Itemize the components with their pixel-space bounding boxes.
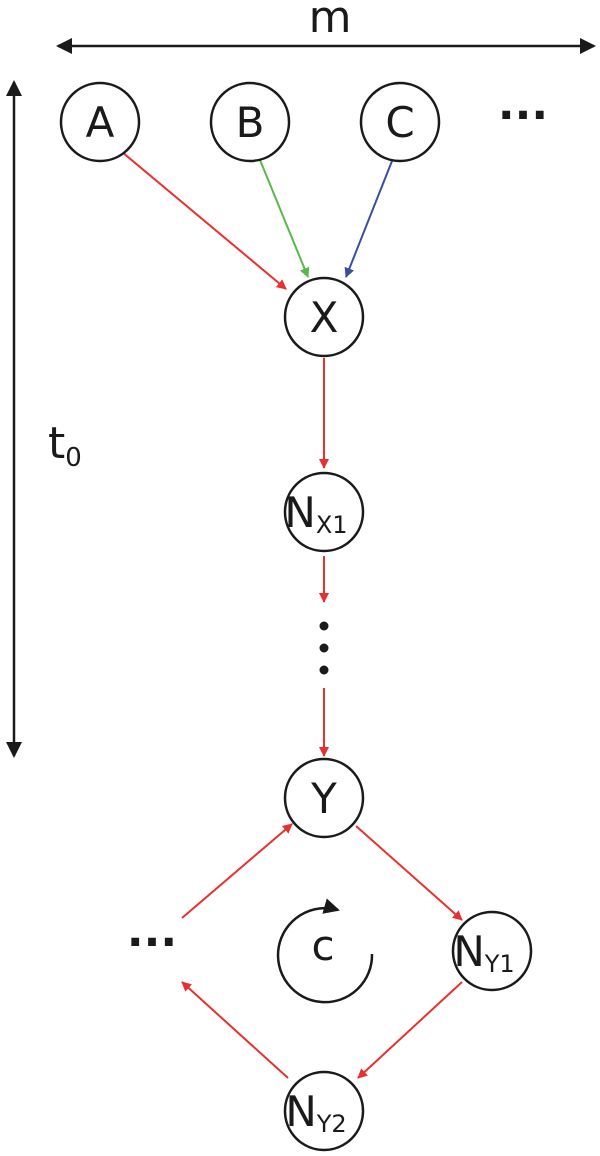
edges bbox=[121, 151, 463, 1079]
dimension-m: m bbox=[56, 0, 596, 54]
ellipsis-vertical bbox=[319, 621, 329, 675]
cycle-indicator: c bbox=[276, 898, 374, 1004]
node-ny1: NY1 bbox=[451, 910, 533, 992]
dimension-t0: t0 bbox=[6, 80, 82, 758]
edge-ny2-to-dots bbox=[181, 981, 289, 1079]
cycle-arrow-icon bbox=[276, 898, 374, 1004]
edge-a-to-x bbox=[121, 151, 287, 290]
ellipsis-left: ··· bbox=[127, 917, 177, 968]
node-nx1-label: NX1 bbox=[284, 488, 347, 539]
node-c-label: C bbox=[385, 98, 414, 147]
edge-c-to-x bbox=[344, 160, 393, 278]
ellipsis-top: ··· bbox=[498, 90, 548, 141]
dimension-t0-label: t0 bbox=[48, 418, 82, 473]
cycle-label: c bbox=[311, 921, 334, 970]
node-ny2: NY2 bbox=[283, 1070, 365, 1152]
node-nx1: NX1 bbox=[283, 471, 365, 553]
node-b-label: B bbox=[236, 98, 265, 147]
node-x-label: X bbox=[310, 293, 339, 342]
node-c: C bbox=[359, 81, 441, 163]
node-a: A bbox=[59, 81, 141, 163]
edge-dots-to-y-cycle bbox=[181, 823, 293, 919]
node-x: X bbox=[283, 276, 365, 358]
edge-y-to-ny1 bbox=[355, 825, 463, 921]
node-ny2-label: NY2 bbox=[285, 1087, 346, 1138]
node-ny1-label: NY1 bbox=[453, 927, 514, 978]
node-b: B bbox=[209, 81, 291, 163]
edge-b-to-x bbox=[259, 159, 310, 278]
dimension-m-label: m bbox=[309, 0, 352, 43]
node-a-label: A bbox=[86, 98, 115, 147]
node-y-label: Y bbox=[310, 774, 337, 823]
node-y: Y bbox=[283, 757, 365, 839]
edge-ny1-to-ny2 bbox=[357, 981, 463, 1079]
